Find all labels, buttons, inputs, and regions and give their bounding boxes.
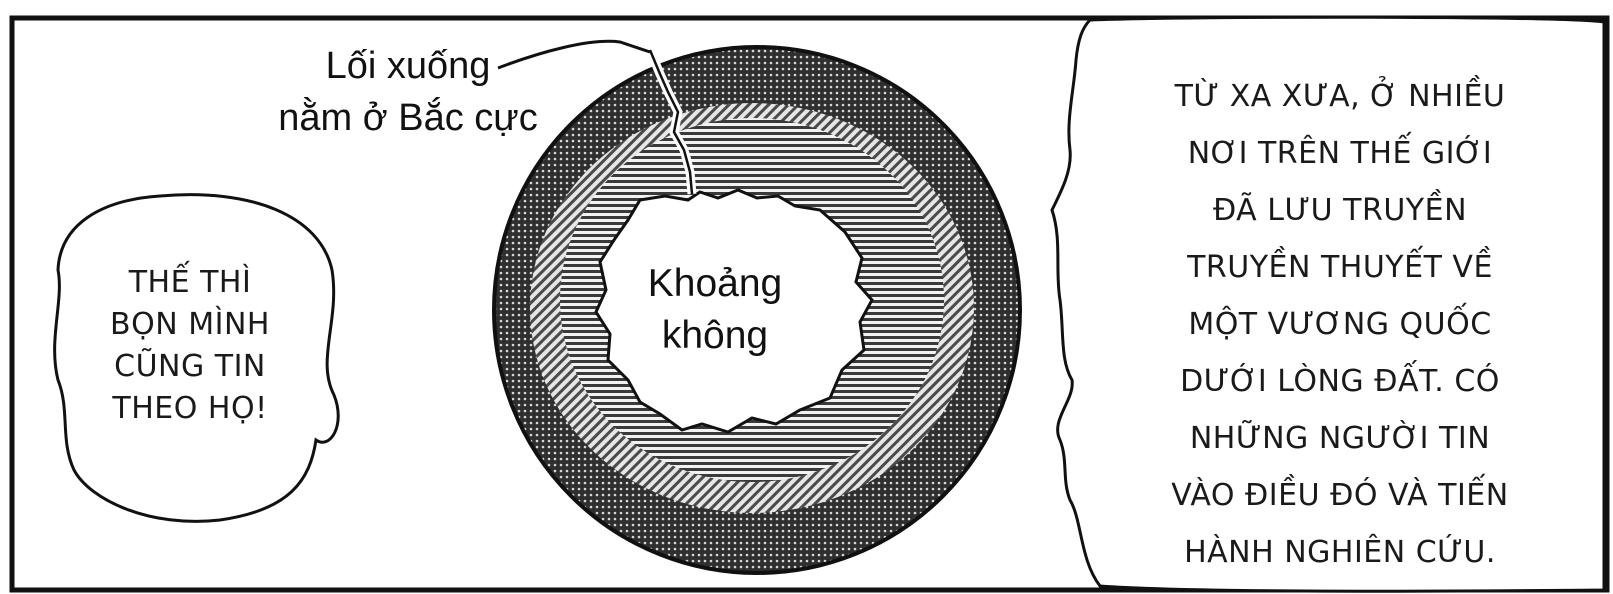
left-speech-text: THẾ THÌ BỌN MÌNH CŨNG TIN THEO HỌ!	[80, 262, 300, 430]
north-pole-entrance-label: Lối xuống nằm ở Bắc cực	[263, 40, 553, 144]
hollow-void-label: Khoảng không	[610, 258, 820, 362]
narration-text: TỪ XA XƯA, Ở NHIỀU NƠI TRÊN THẾ GIỚI ĐÃ …	[1105, 68, 1575, 581]
